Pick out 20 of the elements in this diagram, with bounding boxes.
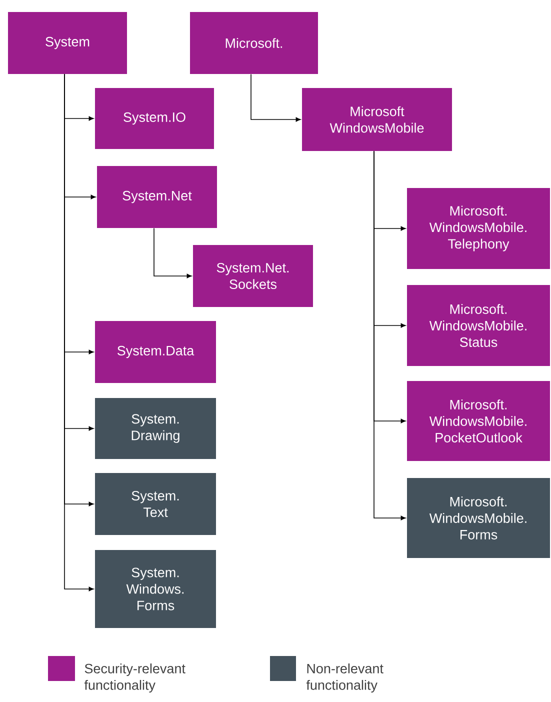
namespace-box: Microsoft WindowsMobile — [302, 88, 452, 151]
namespace-box: Microsoft. WindowsMobile. Forms — [407, 478, 550, 558]
legend-label: Non-relevant functionality — [306, 663, 384, 693]
namespace-box: Microsoft. — [190, 12, 318, 74]
namespace-box: System — [8, 12, 127, 74]
namespace-box: System. Drawing — [95, 398, 216, 459]
namespace-box: System.Net. Sockets — [193, 245, 313, 307]
legend-label: Security-relevant functionality — [84, 663, 186, 693]
namespace-box: System.Net — [97, 166, 217, 228]
arrow — [374, 150, 406, 520]
namespace-box: System. Text — [95, 473, 216, 535]
namespace-box: System. Windows. Forms — [95, 550, 216, 628]
namespace-box: System.Data — [95, 321, 216, 383]
namespace-box: Microsoft. WindowsMobile. Status — [407, 285, 550, 366]
namespace-box: System.IO — [95, 88, 214, 149]
arrow — [154, 228, 192, 278]
arrow — [64, 74, 94, 592]
namespace-box: Microsoft. WindowsMobile. PocketOutlook — [407, 381, 550, 461]
arrow — [250, 74, 301, 122]
namespace-box: Microsoft. WindowsMobile. Telephony — [407, 188, 550, 269]
